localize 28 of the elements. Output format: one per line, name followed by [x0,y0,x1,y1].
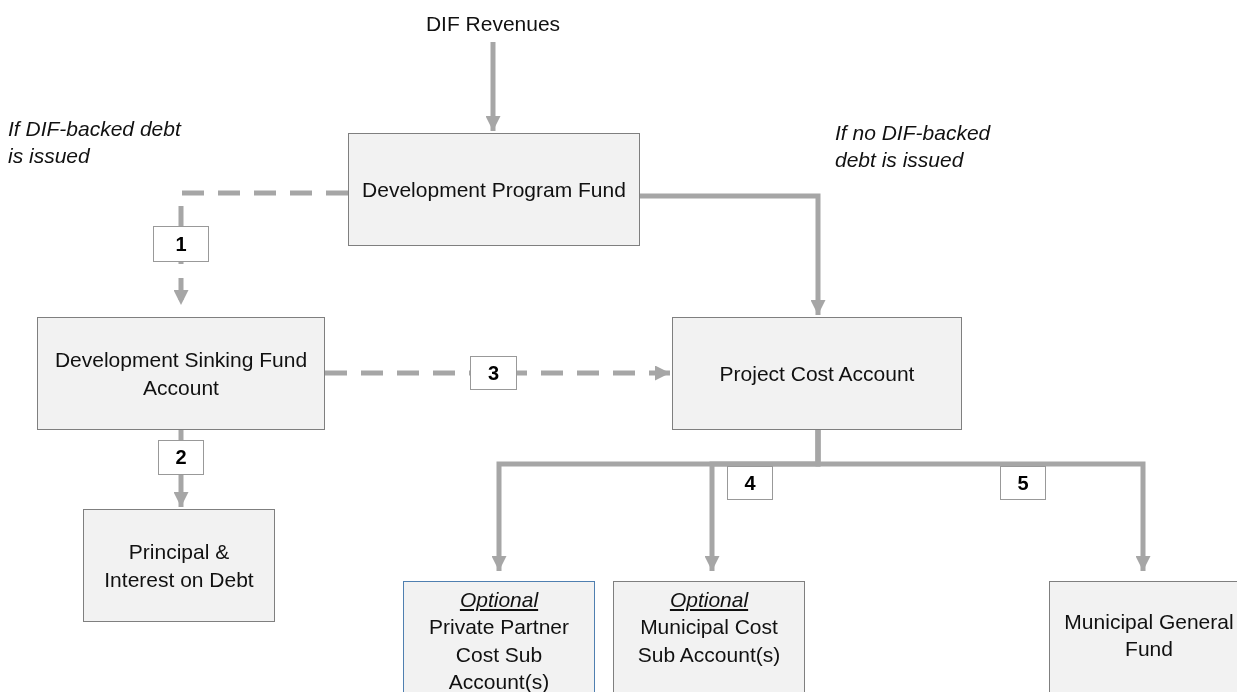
box-label: Project Cost Account [718,360,916,387]
callout-number: 1 [153,226,209,262]
arrow [485,42,501,131]
arrow [325,365,670,381]
arrow [815,430,1151,571]
box-label: Principal & Interest on Debt [103,539,255,593]
condition-note: If no DIF-backed debt is issued [835,120,992,174]
process-box [348,133,640,246]
process-box [613,581,805,692]
condition-note: If DIF-backed debt is issued [8,116,183,170]
box-heading: Optional [458,587,540,613]
source-label: DIF Revenues [408,6,578,42]
process-box [1049,581,1237,692]
box-label: Municipal General Fund [1063,609,1235,663]
arrow [173,190,348,305]
callout-number: 4 [727,466,773,500]
box-label: Development Program Fund [361,176,627,203]
arrow [640,193,826,315]
box-label: Municipal Cost Sub Account(s) [636,614,782,668]
callout-number: 5 [1000,466,1046,500]
box-heading: Optional [668,587,750,613]
box-label: Development Sinking Fund Account [53,347,309,401]
callout-number: 2 [158,440,204,475]
process-box [672,317,962,430]
callout-number: 3 [470,356,517,390]
process-box [83,509,275,622]
process-box [37,317,325,430]
process-box [403,581,595,692]
